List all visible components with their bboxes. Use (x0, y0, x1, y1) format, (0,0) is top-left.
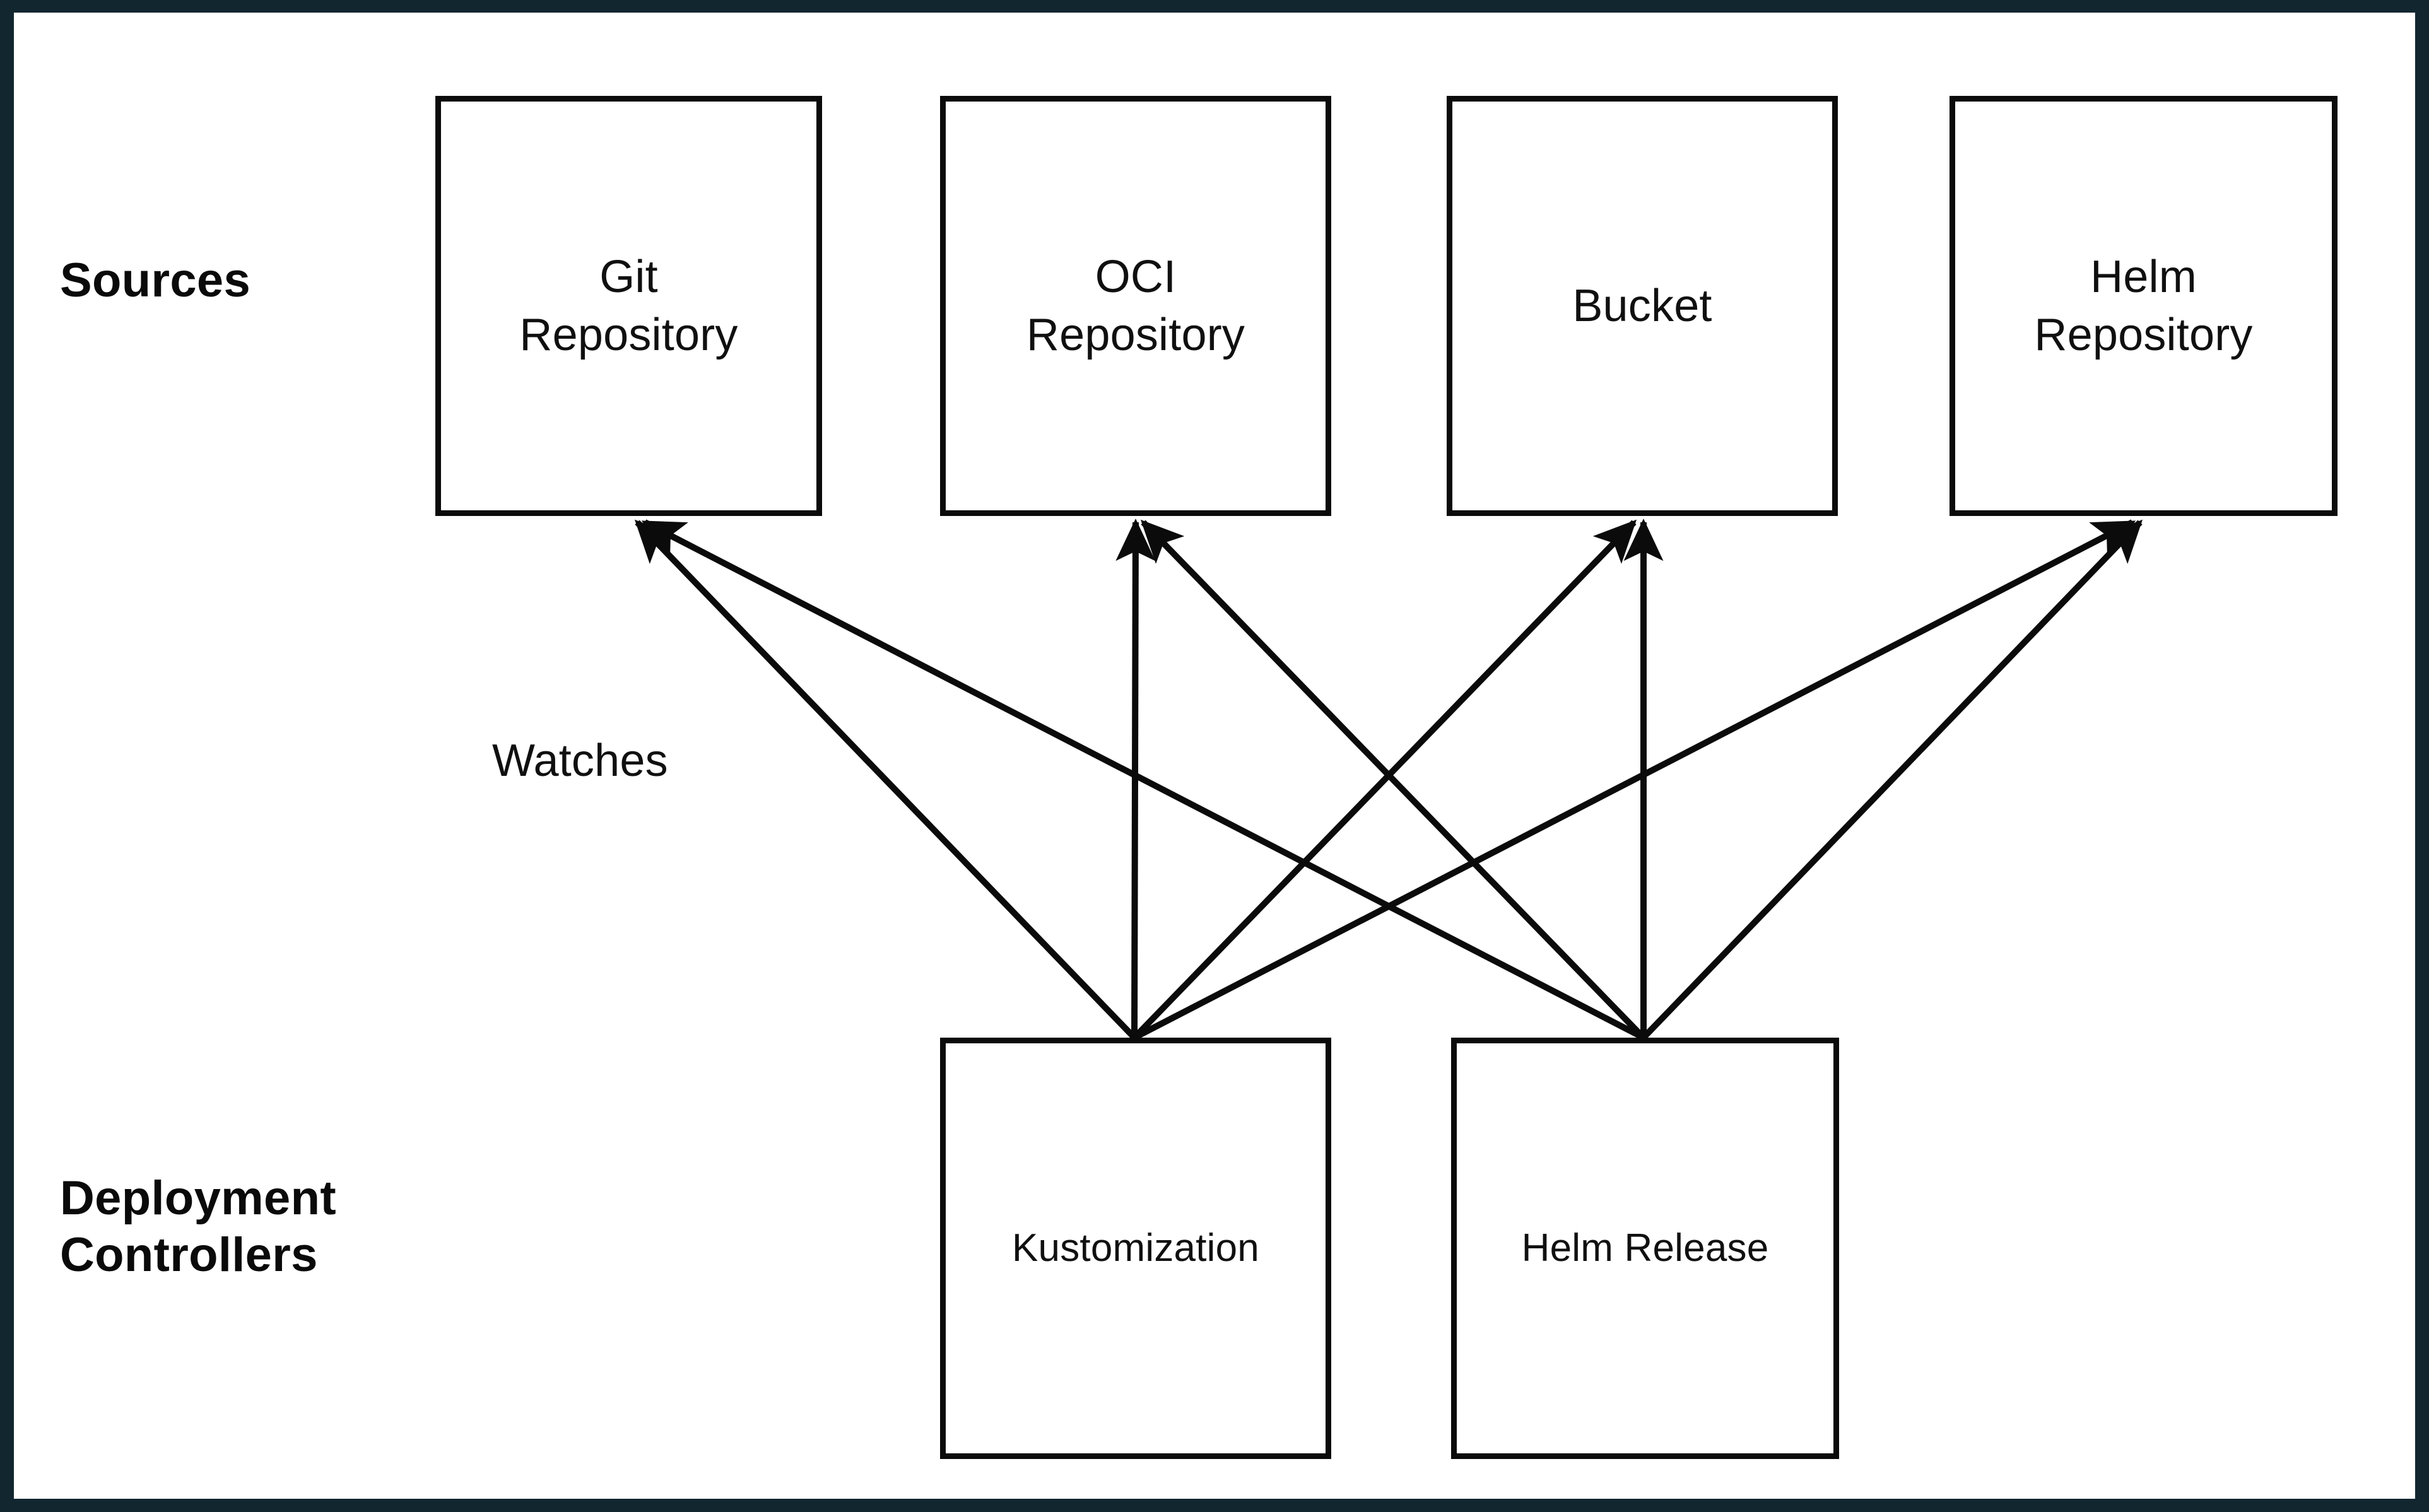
edge-kustomization-oci-repository (1115, 519, 1156, 1038)
node-label-bucket: Bucket (1572, 280, 1712, 331)
node-bucket[interactable]: Bucket (1447, 96, 1838, 516)
edge-helm-release-oci-repository (1140, 519, 1646, 1040)
edge-helm-release-git-repository (641, 519, 1645, 1041)
node-helm-repository[interactable]: Helm Repository (1950, 96, 2338, 516)
node-kustomization[interactable]: Kustomization (940, 1038, 1331, 1459)
group-label-deployment-controllers: Deployment Controllers (60, 1171, 336, 1282)
node-git-repository[interactable]: Git Repository (435, 96, 822, 516)
edge-helm-release-helm-repository (1641, 519, 2143, 1040)
node-oci-repository[interactable]: OCI Repository (940, 96, 1331, 516)
node-label-git-repository: Git Repository (519, 251, 738, 360)
edge-kustomization-helm-repository (1132, 519, 2136, 1041)
edge-kustomization-git-repository (634, 519, 1137, 1040)
group-label-sources: Sources (60, 254, 251, 307)
node-label-kustomization: Kustomization (1011, 1226, 1259, 1270)
node-label-helm-repository: Helm Repository (2034, 251, 2253, 360)
node-label-helm-release: Helm Release (1521, 1226, 1769, 1270)
node-label-oci-repository: OCI Repository (1026, 251, 1245, 360)
node-helm-release[interactable]: Helm Release (1451, 1038, 1839, 1459)
edge-kustomization-bucket (1132, 519, 1637, 1040)
edge-relation-label-watches: Watches (492, 735, 668, 786)
